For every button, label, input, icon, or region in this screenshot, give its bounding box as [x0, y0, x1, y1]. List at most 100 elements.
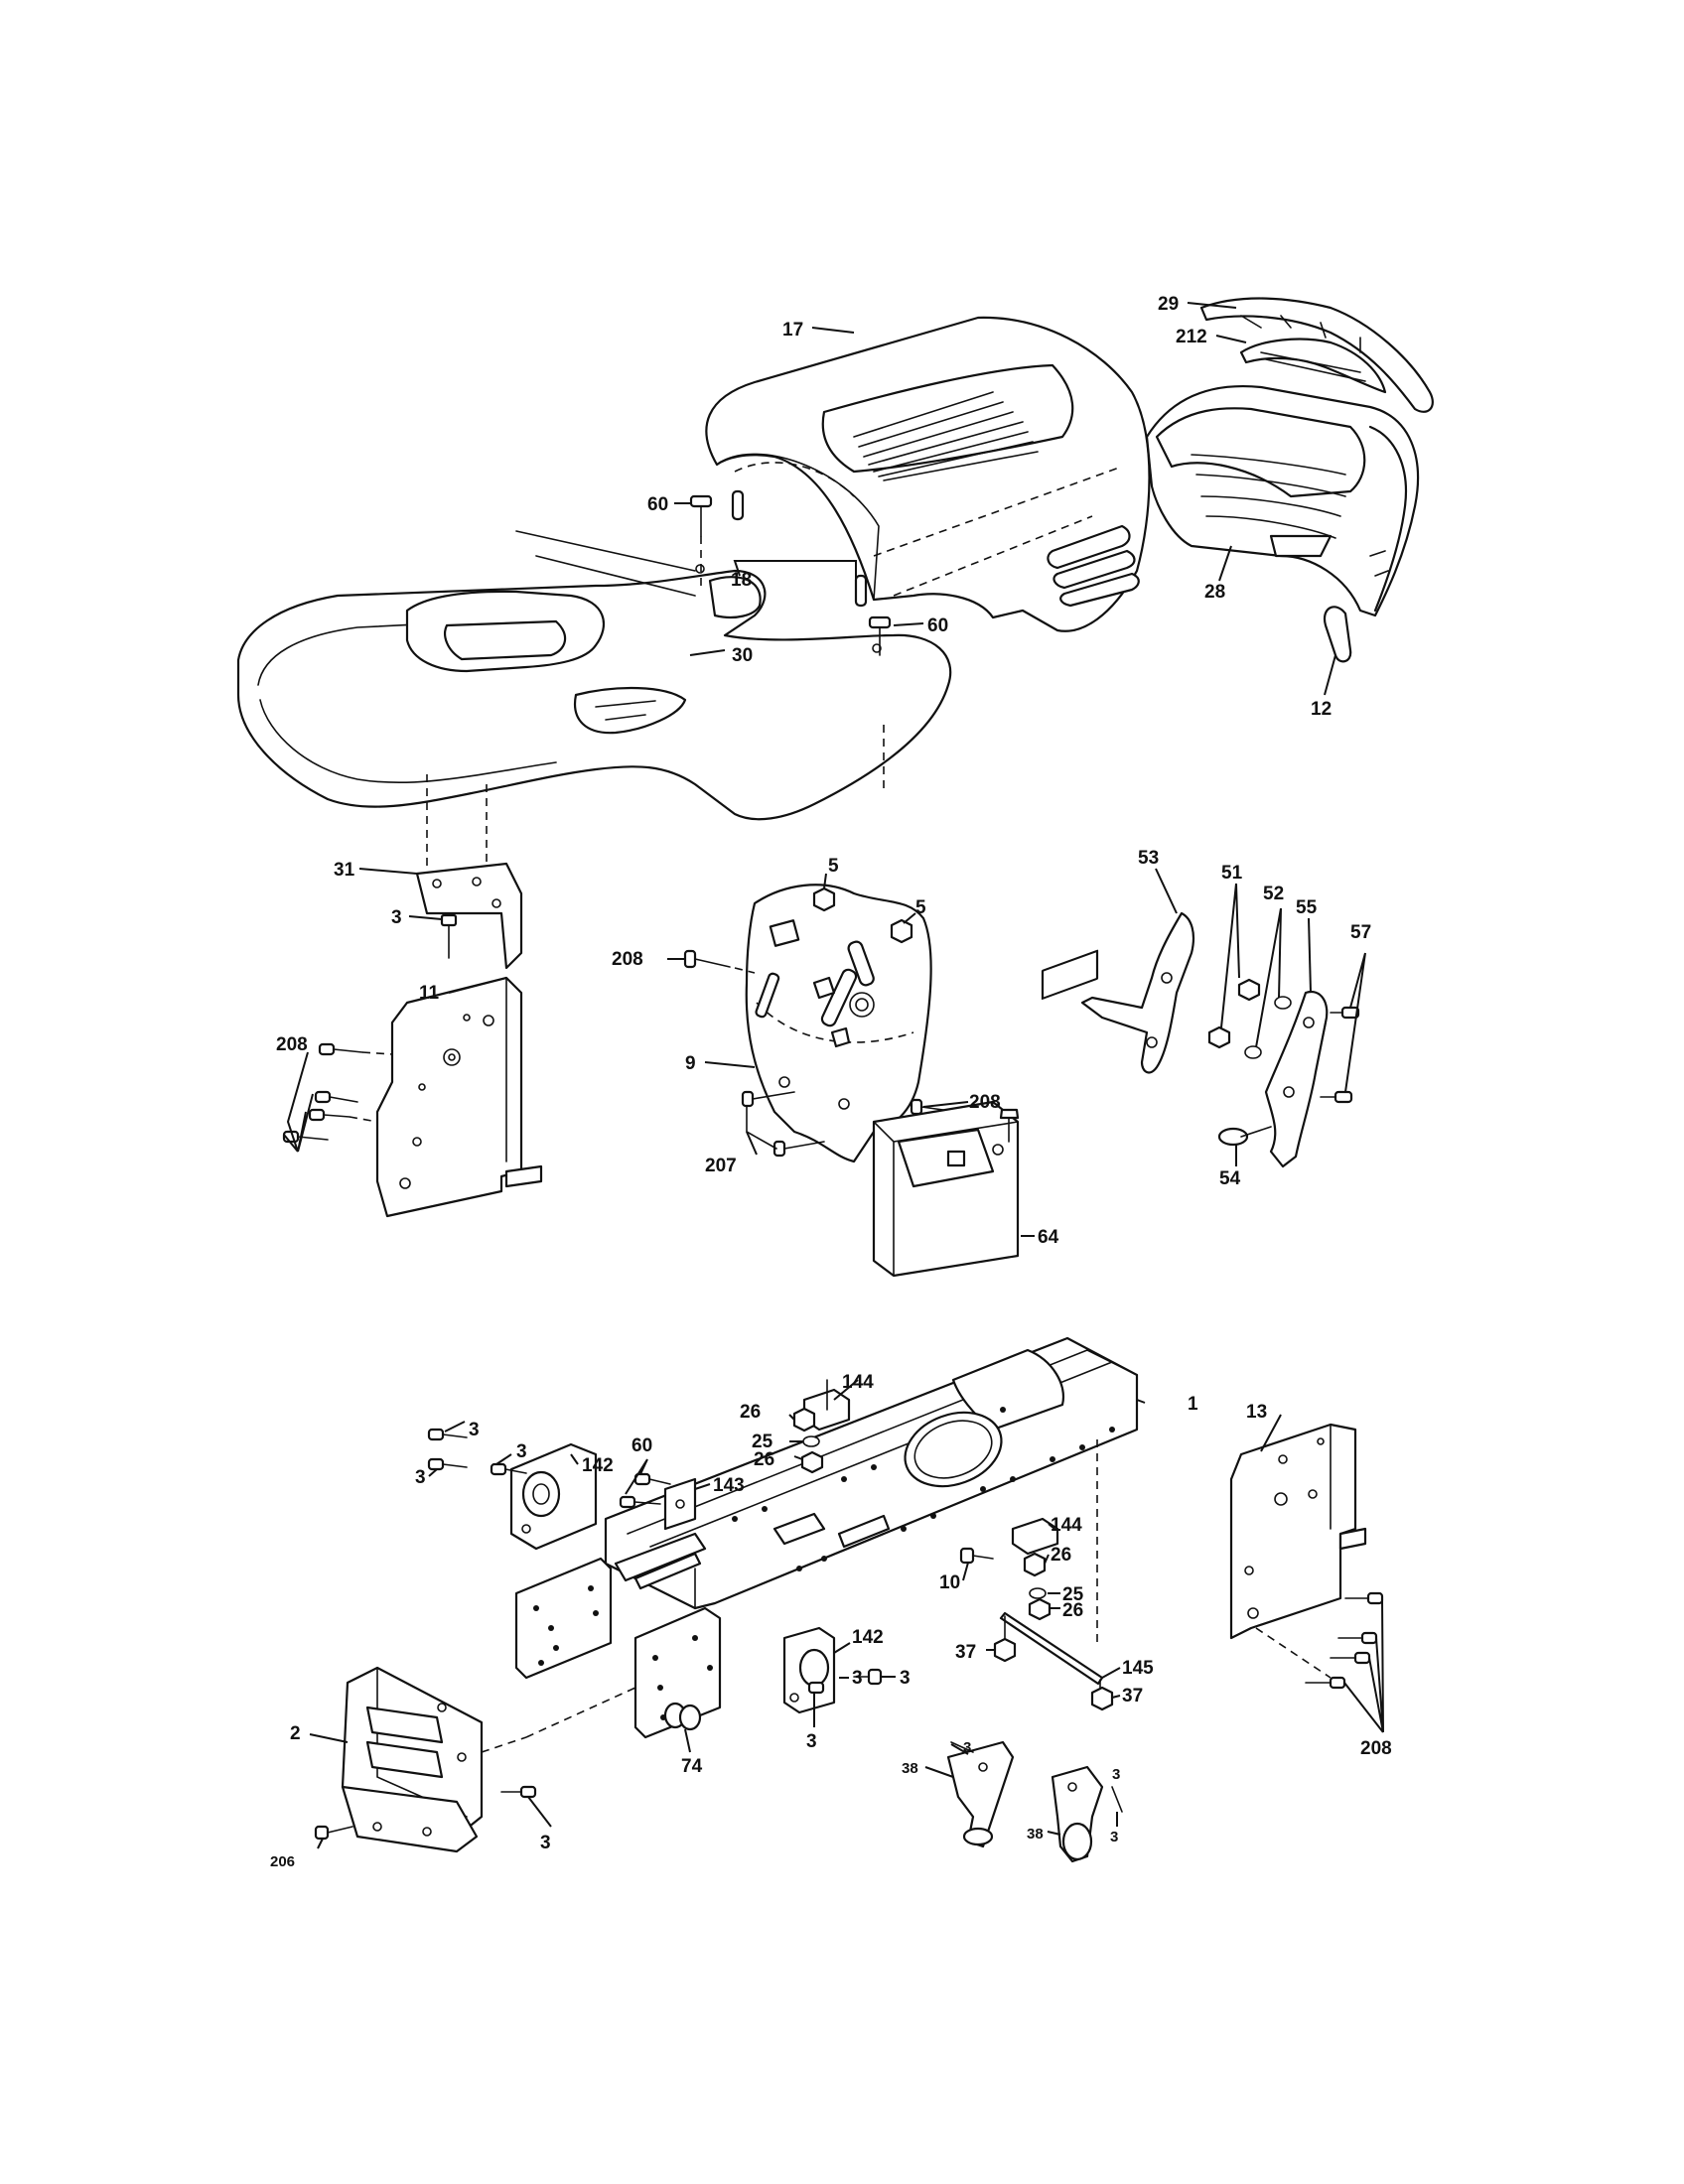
callout-206: 206: [270, 1853, 295, 1870]
callout-208-right: 208: [1360, 1738, 1392, 1759]
callout-26-top: 26: [740, 1402, 761, 1423]
side-panel-part-11[interactable]: [375, 976, 543, 1218]
bolt-part-37-a[interactable]: [993, 1637, 1017, 1663]
bracket-part-38-right[interactable]: [1051, 1765, 1123, 1863]
callout-5-b: 5: [915, 897, 926, 918]
bolts-part-3-right-mount[interactable]: [807, 1668, 883, 1695]
callout-9: 9: [685, 1053, 696, 1074]
callout-3-g: 3: [806, 1731, 817, 1752]
callout-3-c2: 3: [516, 1441, 527, 1462]
brake-pedal-part-53[interactable]: [1080, 911, 1195, 1074]
callout-31: 31: [334, 860, 355, 881]
callout-18: 18: [731, 570, 752, 591]
bolts-part-57[interactable]: [1320, 1006, 1360, 1104]
callout-57: 57: [1350, 922, 1371, 943]
nut-part-26-lower-b[interactable]: [1028, 1597, 1052, 1621]
callout-3-k: 3: [1112, 1766, 1120, 1783]
bumper-part-12[interactable]: [1323, 606, 1352, 663]
callout-12: 12: [1311, 699, 1332, 720]
callout-142-right: 142: [852, 1627, 884, 1648]
bolts-part-3-left-cluster[interactable]: [427, 1428, 527, 1476]
callout-55: 55: [1296, 897, 1318, 918]
nut-part-5-a[interactable]: [812, 887, 836, 912]
hood-part-17[interactable]: [705, 316, 1151, 632]
washer-part-25-lower[interactable]: [1029, 1587, 1047, 1599]
callout-3-j: 3: [1110, 1829, 1118, 1845]
callout-10: 10: [939, 1572, 960, 1593]
callout-3-c1: 3: [469, 1420, 480, 1440]
callout-53: 53: [1138, 848, 1159, 869]
screw-part-60-hood[interactable]: [689, 494, 713, 586]
callout-3-e: 3: [852, 1668, 863, 1689]
callout-37-b: 37: [1122, 1686, 1143, 1706]
callout-25-lower: 25: [1062, 1584, 1084, 1605]
bezel-part-212[interactable]: [1239, 338, 1387, 394]
side-rail-right[interactable]: [633, 1606, 722, 1739]
callout-143: 143: [713, 1475, 745, 1496]
callout-26-lower-a: 26: [1051, 1545, 1071, 1566]
bolt-part-10[interactable]: [959, 1547, 994, 1565]
side-panel-part-13[interactable]: [1229, 1423, 1367, 1640]
callout-3-i: 3: [963, 1739, 971, 1756]
brace-part-145[interactable]: [999, 1611, 1104, 1694]
bracket-part-38-left[interactable]: [946, 1740, 1015, 1848]
console-part-64[interactable]: [872, 1100, 1020, 1278]
screw-part-60-fender[interactable]: [868, 615, 892, 656]
mount-plate-part-142-left[interactable]: [509, 1442, 598, 1551]
callout-3-f: 3: [900, 1668, 911, 1689]
washers-part-52[interactable]: [1244, 996, 1292, 1059]
mount-plate-part-142-right[interactable]: [782, 1626, 836, 1714]
fender-part-30[interactable]: [236, 530, 952, 874]
clutch-pedal-part-55[interactable]: [1264, 990, 1329, 1168]
nut-part-26-lower-a[interactable]: [1023, 1552, 1047, 1577]
callout-144-top: 144: [842, 1372, 874, 1393]
nut-part-26-mid[interactable]: [800, 1450, 824, 1474]
callout-38-right: 38: [1027, 1826, 1044, 1843]
front-bracket-part-2[interactable]: [341, 1666, 636, 1853]
screw-part-3-top[interactable]: [440, 913, 458, 959]
bracket-part-144-lower[interactable]: [1011, 1517, 1059, 1556]
callout-208-dash: 208: [612, 949, 643, 970]
callout-29: 29: [1158, 294, 1179, 315]
callout-26-lower-b: 26: [1062, 1600, 1083, 1621]
callout-52: 52: [1263, 884, 1284, 904]
callout-13: 13: [1246, 1402, 1267, 1423]
callout-38-left: 38: [902, 1760, 918, 1777]
bracket-part-31[interactable]: [415, 862, 523, 970]
callout-28: 28: [1204, 582, 1225, 603]
nut-part-26-top[interactable]: [792, 1407, 816, 1433]
callout-207: 207: [705, 1156, 737, 1176]
bolts-part-208-left[interactable]: [282, 1042, 393, 1144]
callout-3-h: 3: [540, 1833, 551, 1853]
bolt-part-3-front[interactable]: [500, 1785, 537, 1799]
lens-part-29[interactable]: [1199, 297, 1434, 413]
bolt-part-37-b[interactable]: [1090, 1686, 1114, 1711]
callout-208-console: 208: [969, 1092, 1001, 1113]
grille-part-28[interactable]: [1145, 385, 1420, 617]
callout-144-lower: 144: [1051, 1515, 1082, 1536]
bracket-part-143[interactable]: [614, 1477, 707, 1582]
washer-part-25-top[interactable]: [802, 1435, 820, 1447]
callout-145: 145: [1122, 1658, 1154, 1679]
nut-part-5-b[interactable]: [890, 918, 913, 944]
spacer-part-74[interactable]: [663, 1702, 702, 1731]
bolt-part-208-dash[interactable]: [683, 949, 756, 974]
callout-74: 74: [681, 1756, 703, 1777]
callout-5-a: 5: [828, 856, 839, 877]
callout-3-top: 3: [391, 907, 402, 928]
callout-2: 2: [290, 1723, 301, 1744]
callout-17: 17: [782, 320, 803, 341]
callout-30: 30: [732, 645, 753, 666]
leader-lines: [283, 302, 1384, 1849]
knob-part-54[interactable]: [1217, 1126, 1272, 1147]
callout-3-c3: 3: [415, 1467, 426, 1488]
callout-212: 212: [1176, 327, 1207, 347]
callout-60-frame: 60: [632, 1435, 652, 1456]
spacers-part-51[interactable]: [1207, 978, 1261, 1049]
bolt-part-206[interactable]: [314, 1825, 353, 1841]
callout-54: 54: [1219, 1168, 1241, 1189]
callout-208-left: 208: [276, 1034, 308, 1055]
side-rail-left[interactable]: [514, 1557, 613, 1680]
callout-25-top: 25: [752, 1432, 773, 1452]
